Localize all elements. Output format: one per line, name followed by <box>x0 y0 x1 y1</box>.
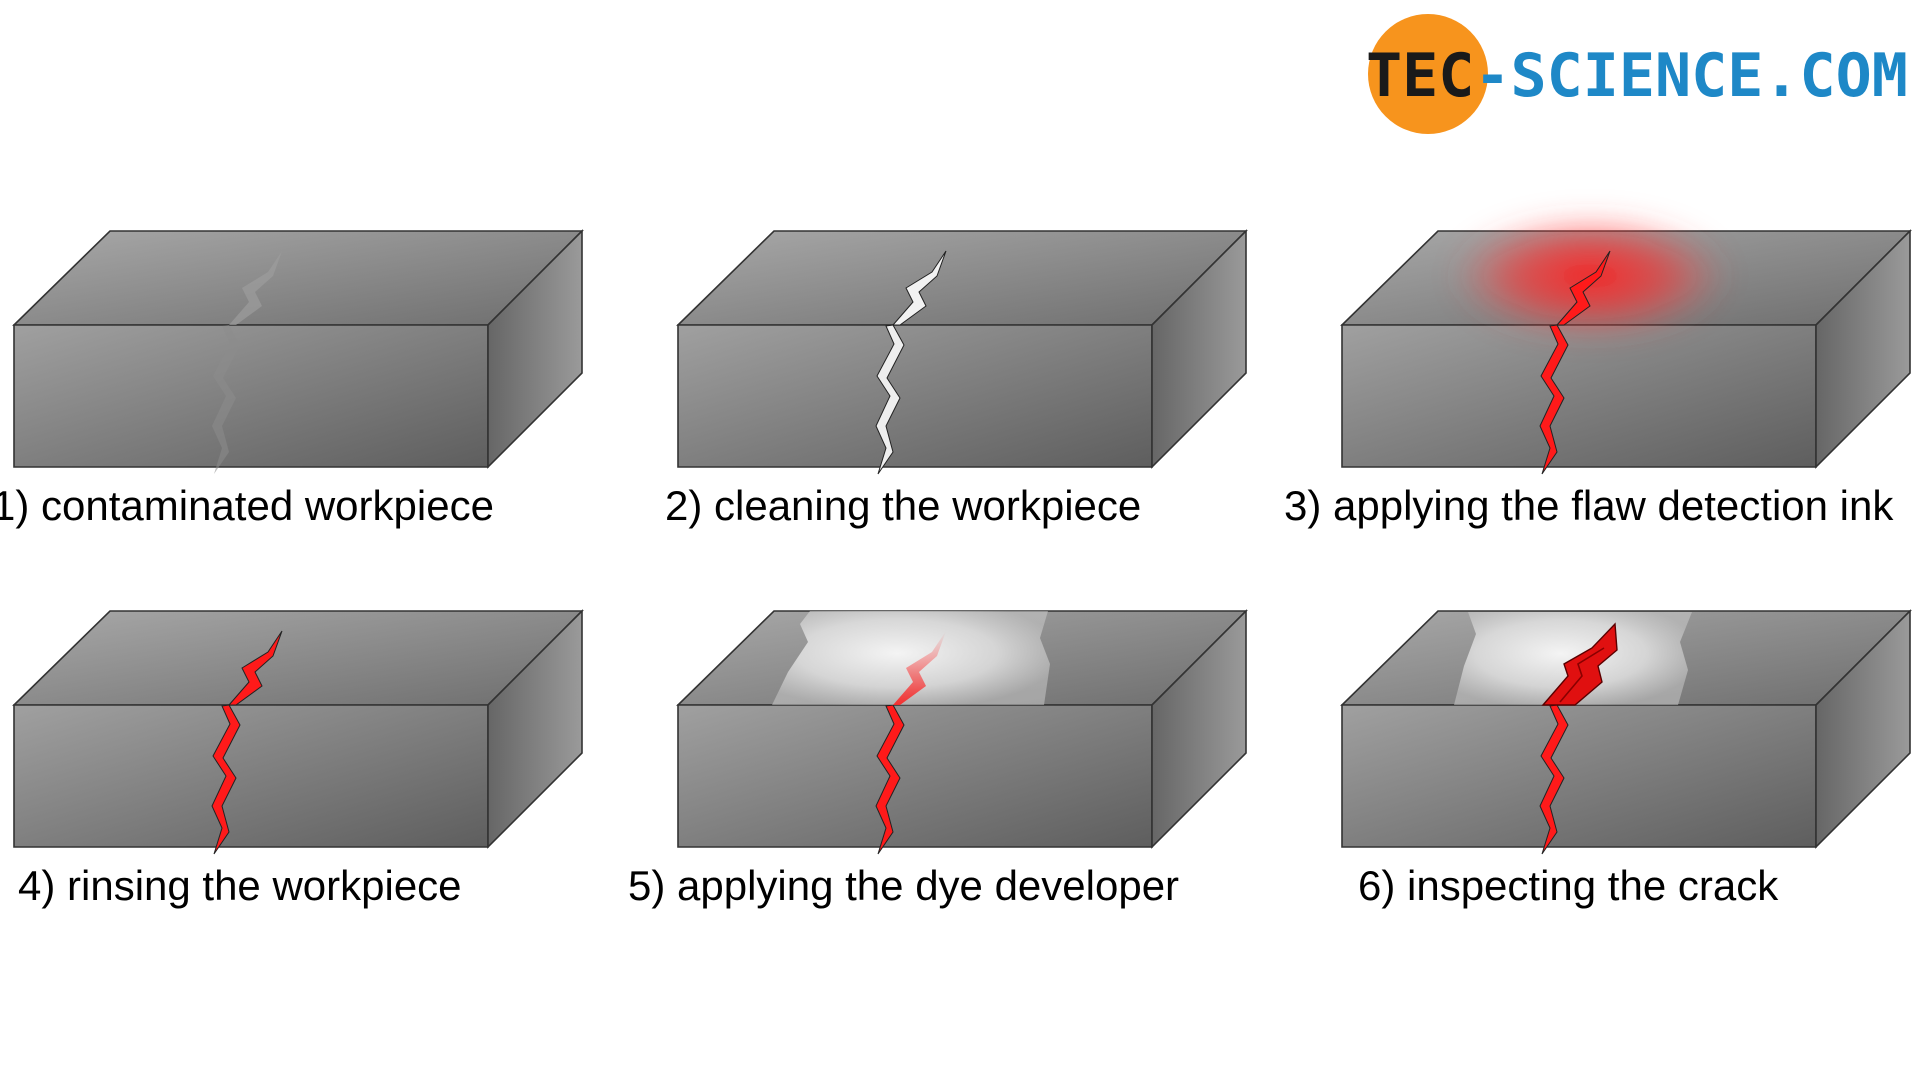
block-top-face <box>676 230 1248 326</box>
block-side-face <box>1815 229 1911 469</box>
crack-cleaned <box>875 324 905 475</box>
block-front-face <box>13 704 489 848</box>
crack-with-ink <box>1539 324 1569 475</box>
caption-step-3: 3) applying the flaw detection ink <box>1284 482 1894 529</box>
caption-step-2: 2) cleaning the workpiece <box>665 482 1141 529</box>
block-front-face <box>1341 324 1817 468</box>
step-captions: 1) contaminated workpiece 2) cleaning th… <box>0 482 1894 909</box>
block-top-face <box>12 610 584 706</box>
logo-text-dark: TEC <box>1366 41 1474 111</box>
crack-with-ink <box>875 704 905 855</box>
crack-indication <box>1541 622 1618 706</box>
crack-indication-edge <box>1559 647 1605 703</box>
step-panels <box>12 214 1912 855</box>
workpiece-3 <box>1340 214 1912 475</box>
caption-step-6: 6) inspecting the crack <box>1358 862 1779 909</box>
block-side-face <box>1815 609 1911 849</box>
ink-bleeding-through <box>893 631 946 705</box>
crack-with-ink-top <box>227 630 283 706</box>
crack-cleaned-top <box>891 250 947 326</box>
workpiece-6 <box>1340 609 1912 855</box>
crack-contaminated <box>212 325 240 474</box>
workpiece-1 <box>12 229 584 474</box>
developer-layer <box>772 611 1050 705</box>
brand-logo: TEC-SCIENCE.COM <box>1366 14 1908 134</box>
block-front-face <box>1341 704 1817 848</box>
logo-text-blue: -SCIENCE.COM <box>1474 41 1907 111</box>
block-front-face <box>13 324 489 468</box>
block-side-face <box>487 229 583 469</box>
block-side-face <box>487 609 583 849</box>
crack-with-ink <box>211 704 241 855</box>
crack-with-ink-top <box>1555 250 1611 326</box>
caption-step-1: 1) contaminated workpiece <box>0 482 494 529</box>
workpiece-5 <box>676 609 1248 855</box>
block-side-face <box>1151 229 1247 469</box>
caption-step-4: 4) rinsing the workpiece <box>18 862 462 909</box>
workpiece-4 <box>12 609 584 855</box>
caption-step-5: 5) applying the dye developer <box>628 862 1179 909</box>
block-top-face <box>12 230 584 326</box>
block-side-face <box>1151 609 1247 849</box>
logo-wordmark: TEC-SCIENCE.COM <box>1366 41 1908 111</box>
crack-with-ink <box>1539 704 1569 855</box>
block-front-face <box>677 324 1153 468</box>
crack-contaminated-top <box>229 251 282 325</box>
block-front-face <box>677 704 1153 848</box>
workpiece-2 <box>676 229 1248 475</box>
logo-circle <box>1368 14 1488 134</box>
